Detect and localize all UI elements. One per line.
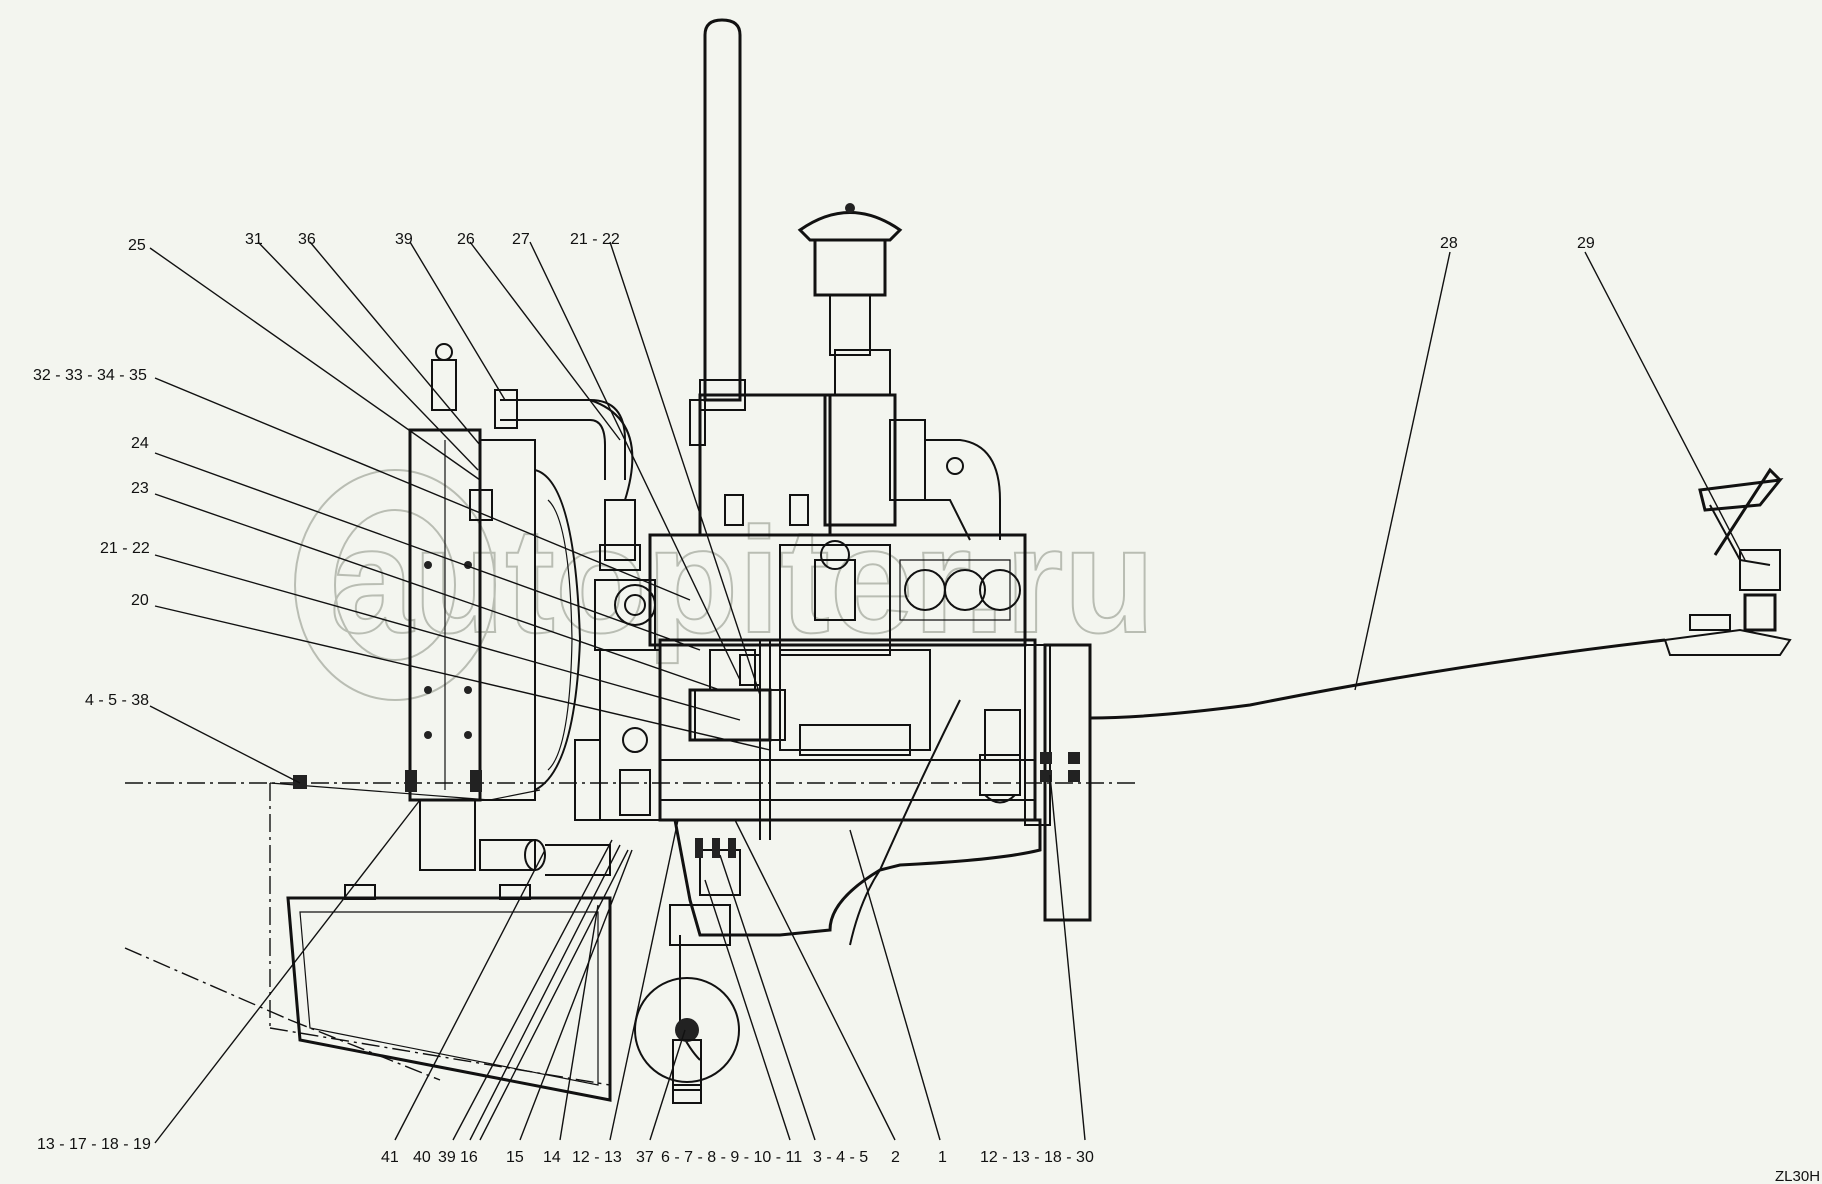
callout-16: 16	[460, 1149, 478, 1166]
callout-40: 40	[413, 1149, 431, 1166]
callout-2: 2	[891, 1149, 900, 1166]
throttle-cable	[849, 638, 1666, 946]
callout-3-4-5: 3 - 4 - 5	[813, 1149, 868, 1166]
callout-1: 1	[938, 1149, 947, 1166]
fuel-tank	[286, 884, 612, 1102]
callout-36: 36	[298, 231, 316, 248]
callout-29: 29	[1577, 235, 1595, 252]
exhaust-pipe	[699, 18, 746, 411]
callout-12-13-bottom: 12 - 13	[572, 1149, 622, 1166]
leader-lines	[149, 241, 1746, 1144]
callout-32-33-34-35: 32 - 33 - 34 - 35	[33, 367, 147, 384]
throttle-pedal	[1663, 467, 1792, 656]
lower-hose	[479, 839, 611, 876]
callout-26: 26	[457, 231, 475, 248]
frame-centerlines	[124, 782, 1140, 1086]
callout-27: 27	[512, 231, 530, 248]
callout-20: 20	[131, 592, 149, 609]
callout-15: 15	[506, 1149, 524, 1166]
callout-28: 28	[1440, 235, 1458, 252]
fan-shroud	[534, 469, 582, 791]
callout-13-17-18-19: 13 - 17 - 18 - 19	[37, 1136, 151, 1153]
callout-23: 23	[131, 480, 149, 497]
callout-39-top: 39	[395, 231, 413, 248]
callout-6-7-8-9-10-11: 6 - 7 - 8 - 9 - 10 - 11	[661, 1149, 802, 1166]
callout-37: 37	[636, 1149, 654, 1166]
air-cleaner	[797, 203, 1001, 541]
front-cover	[574, 579, 661, 821]
callout-labels: 25 31 36 39 26 27 21 - 22 28 29 32 - 33 …	[33, 231, 1595, 1166]
flywheel-housing	[1024, 643, 1092, 922]
drawing-code: ZL30H	[1775, 1168, 1820, 1184]
callout-21-22-left: 21 - 22	[100, 540, 150, 557]
callout-31: 31	[245, 231, 263, 248]
oil-pan	[669, 818, 1042, 1061]
callout-4-5-38: 4 - 5 - 38	[85, 692, 149, 709]
callout-39-bottom: 39	[438, 1149, 456, 1166]
upper-hose	[494, 389, 641, 571]
callout-12-13-18-30: 12 - 13 - 18 - 30	[980, 1149, 1094, 1166]
callout-41: 41	[381, 1149, 399, 1166]
filter-cluster	[634, 838, 741, 1104]
callout-24: 24	[131, 435, 149, 452]
engine-mounts	[293, 752, 1080, 789]
callout-21-22-top: 21 - 22	[570, 231, 620, 248]
callout-25: 25	[128, 237, 146, 254]
callout-14: 14	[543, 1149, 561, 1166]
